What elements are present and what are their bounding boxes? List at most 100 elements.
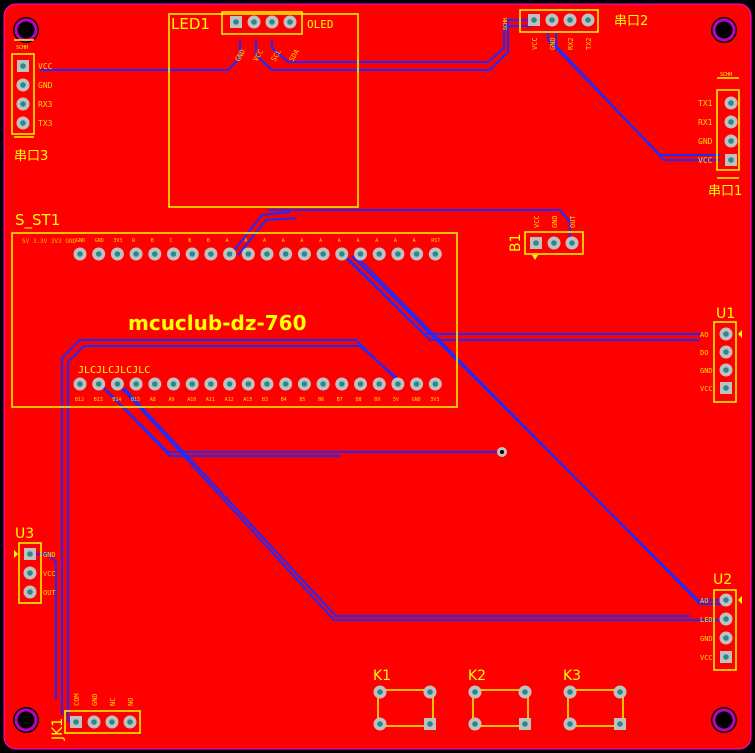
s-st1-bottom-pin-label: B3 [262,397,268,403]
k1-pad-4 [424,718,436,730]
k3-pad-2 [613,685,627,699]
s-st1-top-pin-label: A [375,238,378,244]
s-st1-bottom-label: JLCJLCJLCJLC [78,365,150,376]
jk1-pin-label: COM [73,693,81,706]
s-st1-bottom-pin-label: 3V3 [430,397,439,403]
u3-pin-label: VCC [43,570,56,578]
s-st1-top-pad-16 [354,247,367,261]
pin1-markers [14,255,742,604]
s-st1-bottom-pin-label: B7 [337,397,343,403]
uart3-pad-4 [16,116,30,130]
uart3-pin-label: RX3 [38,100,53,109]
mount-hole-br [711,707,737,733]
s-st1-top-pin-label: A [357,238,360,244]
s-st1-top-pin-label: A [300,238,303,244]
k1-pad-3 [373,717,387,731]
u1-ref: U1 [716,306,735,322]
s-st1-top-pad-12 [279,247,293,261]
s-st1-top-pin-label: B [207,238,210,244]
uart1-ref: 串口1 [708,184,742,199]
s-st1-top-pin-label: B [188,238,191,244]
s-st1-top-pin-label: B [151,238,154,244]
s-st1-top-pin-label: A [338,238,341,244]
s-st1-bottom-pad-16 [354,377,367,391]
s-st1-top-pad-17 [372,247,386,261]
s-st1-bottom-pin-label: B12 [75,397,84,403]
s-st1-top-pad-18 [391,247,405,261]
uart1-pin-label: VCC [698,156,713,165]
led1-pad-1 [230,16,242,28]
k2-pad-3 [468,717,482,731]
silkscreen [11,9,740,734]
s-st1-top-pin-label: RST [431,238,440,244]
jk1-pad-2 [87,715,101,729]
s-st1-top-pad-3 [110,247,124,261]
s-st1-bottom-pin-label: GND [412,397,421,403]
s-st1-top-pin-label: A [413,238,416,244]
s-st1-top-pin-label: C [170,238,173,244]
s-st1-bottom-pin-label: B9 [374,397,380,403]
u2-pin-label: VCC [700,654,713,662]
s-st1-bottom-pin-label: B5 [299,397,305,403]
s-st1-bottom-pad-5 [148,377,162,391]
s-st1-top-pin-label: A [282,238,285,244]
s-st1-top-pad-14 [316,247,330,261]
uart2-header-label: SCHH [503,18,509,30]
u1-pad-3 [719,363,733,377]
s-st1-top-pin-label: A [263,238,266,244]
led1-pad-4 [283,15,297,29]
u1-pin-label: GND [700,367,713,375]
u3-ref: U3 [15,526,34,542]
uart1-pin-label: GND [698,137,713,146]
k3-pad-4 [614,718,626,730]
s-st1-bottom-pin-label: A9 [169,397,175,403]
u2-pin-label: LED [700,616,713,624]
s-st1-top-pin-label: A [226,238,229,244]
s-st1-bottom-pad-11 [260,377,274,391]
k1-ref: K1 [373,668,391,684]
b1-pad-2 [547,236,561,250]
s-st1-bottom-pin-label: A11 [206,397,215,403]
s-st1-top-pin-label: A [319,238,322,244]
s-st1-bottom-pin-label: B14 [112,397,121,403]
uart2-pin-label: TX2 [585,37,593,50]
board-title: mcuclub-dz-760 [128,311,307,335]
u2-pad-2 [719,612,733,626]
k2-pad-4 [519,718,531,730]
s-st1-top-pin-label: R [132,238,136,244]
s-st1-top-pad-8 [204,247,218,261]
u2-pad-3 [719,631,733,645]
uart3-header-label: SCHH [16,45,28,51]
s-st1-top-pin-label: GND [76,238,85,244]
b1-pin-label: OUT [569,215,577,228]
s-st1-top-pad-1 [73,247,87,261]
s-st1-top-pin-label: 3V3 [113,238,122,244]
u3-pad-2 [23,566,37,580]
uart3-pin-label: TX3 [38,119,53,128]
via [497,447,507,457]
b1-pad-3 [565,236,579,250]
s-st1-bottom-pad-2 [92,377,106,391]
uart1-pin-label: RX1 [698,118,713,127]
jk1-pad-4 [123,715,137,729]
s-st1-bottom-pad-3 [110,377,124,391]
led1-part: OLED [307,18,334,31]
k2-pad-2 [518,685,532,699]
s-st1-top-pad-19 [410,247,424,261]
u2-pad-4 [720,651,732,663]
u1-pin-label: AO [700,331,708,339]
k1-pad-1 [373,685,387,699]
u1-pin-label: VCC [700,385,713,393]
s-st1-top-pad-6 [167,247,180,261]
uart2-pin-label: GND [549,37,557,50]
s-st1-top-pad-13 [297,247,311,261]
led1-ref: LED1 [171,15,210,33]
mount-hole-tr [711,17,737,43]
s-st1-bottom-pad-13 [297,377,311,391]
k3-pad-1 [563,685,577,699]
uart3-pad-3 [16,97,30,111]
s-st1-bottom-pin-label: 5V [393,397,399,403]
uart1-pad-1 [724,96,738,110]
u1-pin-label: DO [700,349,708,357]
